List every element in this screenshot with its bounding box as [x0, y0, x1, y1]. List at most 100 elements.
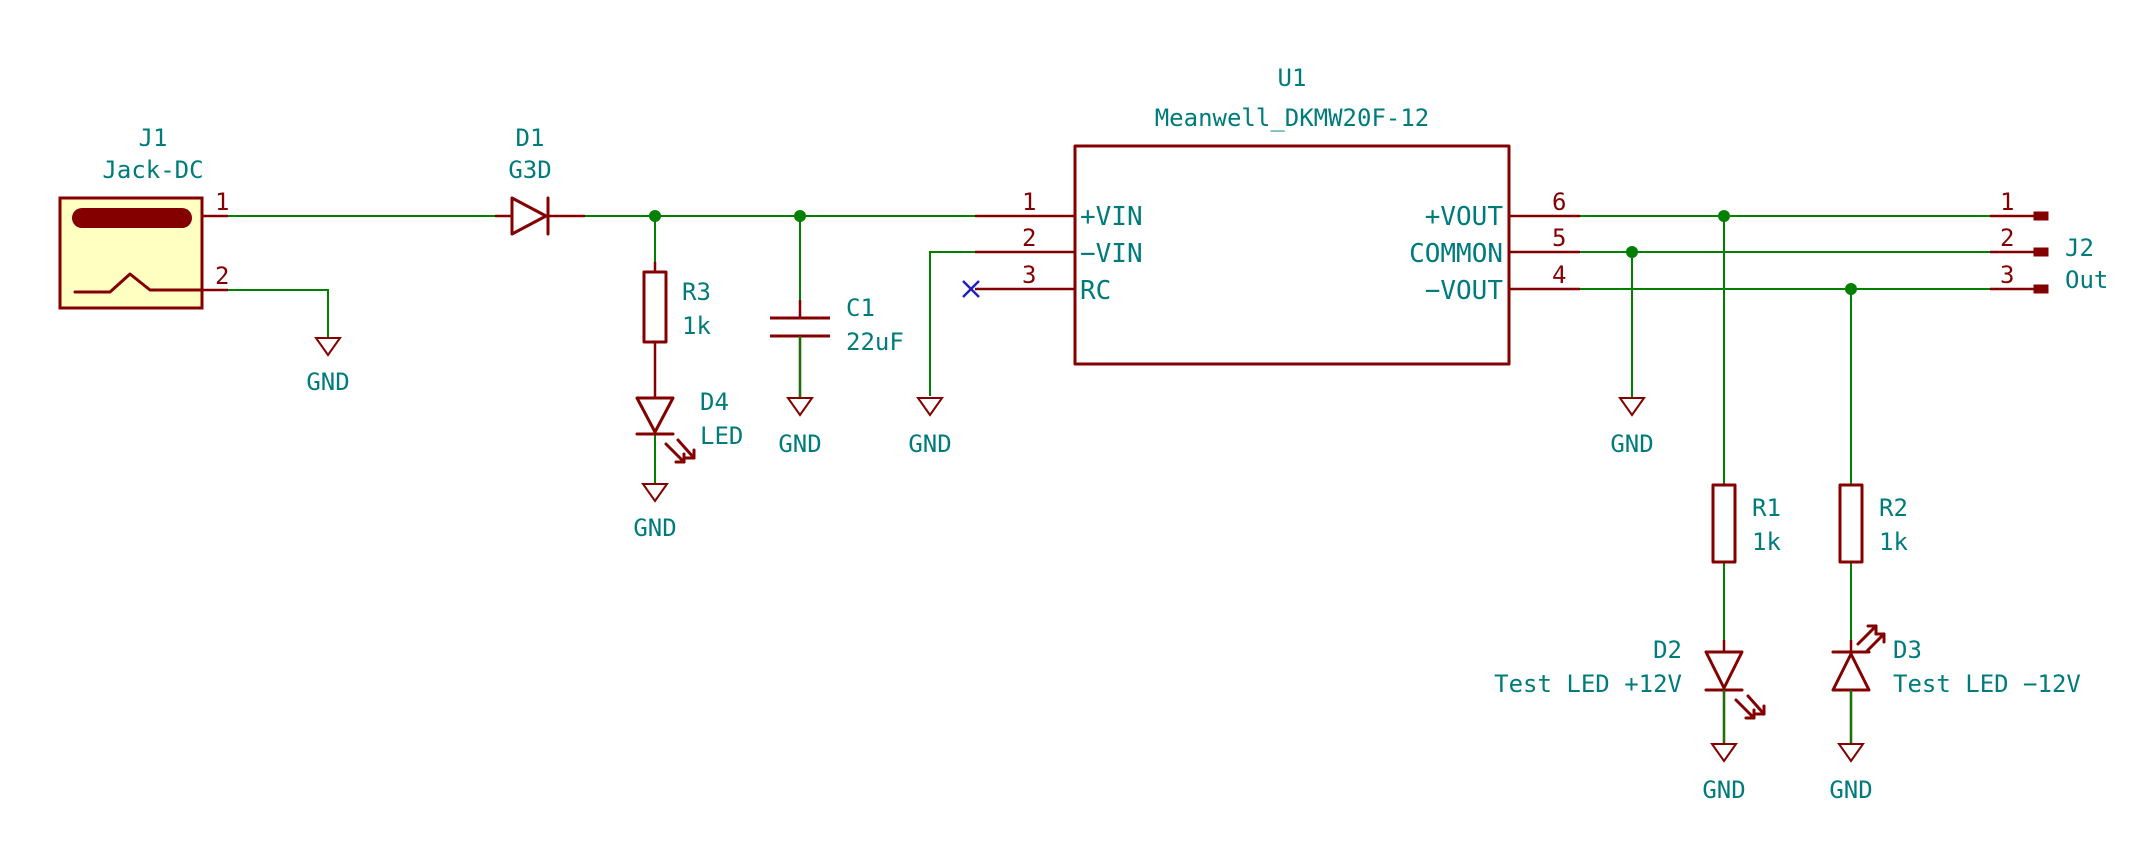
d4-ref: D4 [700, 388, 729, 416]
d4-triangle [635, 396, 675, 434]
junction-dot [649, 210, 661, 222]
j1-spring-contact [73, 272, 204, 294]
gnd-label: GND [306, 368, 349, 396]
u1-dcdc-module[interactable]: U1 Meanwell_DKMW20F-12 1 2 3 +VIN −VIN R… [975, 64, 1580, 366]
j2-pin-3-stub [2033, 284, 2049, 294]
gnd-symbol [314, 337, 342, 357]
r3-value: 1k [682, 312, 711, 340]
gnd-common[interactable]: GND [1610, 397, 1654, 458]
u1-pin-5-number: 5 [1552, 224, 1566, 252]
j2-pin-2-number: 2 [2000, 224, 2014, 252]
d2-triangle [1704, 650, 1744, 690]
u1-pin-6-name: +VOUT [1425, 202, 1504, 232]
r2-ref: R2 [1879, 494, 1908, 522]
gnd-symbol [916, 397, 944, 417]
d1-value: G3D [508, 156, 551, 184]
u1-pin-2-number: 2 [1022, 224, 1036, 252]
d3-light-arrow [1864, 632, 1886, 654]
d1-diode[interactable]: D1 G3D [495, 124, 585, 236]
u1-pin-4-name: −VOUT [1425, 276, 1504, 306]
d3-value: Test LED −12V [1893, 670, 2081, 698]
d3-led[interactable]: D3 Test LED −12V [1831, 624, 2081, 744]
j1-pin-barrel [72, 208, 192, 228]
u1-pin-2-name: −VIN [1080, 239, 1143, 269]
u1-pin-4-number: 4 [1552, 261, 1566, 289]
r1-body [1711, 483, 1737, 564]
gnd-j1[interactable]: GND [306, 337, 350, 396]
gnd-label: GND [778, 430, 821, 458]
d4-light-arrow [676, 438, 696, 460]
j2-output-connector[interactable]: 1 2 3 J2 Out [1990, 188, 2108, 294]
d4-light-arrow [664, 442, 686, 464]
r2-resistor[interactable]: R2 1k [1838, 483, 1908, 564]
gnd-d3[interactable]: GND [1829, 743, 1873, 804]
wires [228, 215, 2035, 650]
d3-ref: D3 [1893, 636, 1922, 664]
r1-ref: R1 [1752, 494, 1781, 522]
c1-ref: C1 [846, 294, 875, 322]
j2-pin-1-stub [2033, 211, 2049, 221]
d1-ref: D1 [516, 124, 545, 152]
d2-value: Test LED +12V [1494, 670, 1682, 698]
r1-resistor[interactable]: R1 1k [1711, 483, 1781, 564]
junctions [649, 210, 1857, 295]
gnd-symbol [1837, 743, 1865, 763]
c1-value: 22uF [846, 328, 904, 356]
gnd-d2[interactable]: GND [1702, 743, 1746, 804]
junction-dot [1845, 283, 1857, 295]
u1-pin-3-name: RC [1080, 276, 1111, 306]
d3-triangle [1831, 652, 1871, 692]
d4-arrowhead [684, 448, 696, 460]
r2-value: 1k [1879, 528, 1908, 556]
gnd-symbol [1710, 743, 1738, 763]
d2-led[interactable]: D2 Test LED +12V [1494, 636, 1766, 744]
r3-body [642, 270, 668, 344]
u1-pin-5-name: COMMON [1409, 239, 1503, 269]
junction-dot [1626, 246, 1638, 258]
d2-ref: D2 [1653, 636, 1682, 664]
u1-ref: U1 [1278, 64, 1307, 92]
d2-arrowhead [1744, 708, 1756, 720]
j2-ref: J2 [2065, 234, 2094, 262]
u1-body [1073, 144, 1511, 366]
d4-value: LED [700, 422, 743, 450]
junction-dot [1718, 210, 1730, 222]
d4-led[interactable]: D4 LED [635, 388, 743, 464]
d2-arrowhead [1754, 704, 1766, 716]
no-connect-marker [962, 280, 980, 298]
u1-value: Meanwell_DKMW20F-12 [1155, 104, 1430, 132]
gnd-vin-minus[interactable]: GND [908, 397, 952, 458]
r3-ref: R3 [682, 278, 711, 306]
j2-pin-3-number: 3 [2000, 261, 2014, 289]
j1-ref: J1 [139, 124, 168, 152]
gnd-symbol [1618, 397, 1646, 417]
d4-arrowhead [674, 452, 686, 464]
j1-dc-jack[interactable]: J1 Jack-DC 1 2 [58, 124, 229, 310]
u1-pin-3-number: 3 [1022, 261, 1036, 289]
u1-pin-1-number: 1 [1022, 188, 1036, 216]
u1-pin-1-name: +VIN [1080, 202, 1143, 232]
u1-pin-6-number: 6 [1552, 188, 1566, 216]
j1-pin2-number: 2 [215, 262, 229, 290]
d3-arrowhead [1866, 624, 1878, 636]
gnd-label: GND [633, 514, 676, 542]
gnd-symbol [786, 397, 814, 417]
r2-body [1838, 483, 1864, 564]
d3-light-arrow [1856, 624, 1878, 646]
wire-vin-minus [929, 251, 1000, 396]
gnd-label: GND [1829, 776, 1872, 804]
d2-light-arrow [1734, 698, 1756, 720]
gnd-label: GND [1610, 430, 1653, 458]
r3-resistor[interactable]: R3 1k [642, 262, 711, 398]
gnd-label: GND [908, 430, 951, 458]
j1-value: Jack-DC [102, 156, 203, 184]
gnd-label: GND [1702, 776, 1745, 804]
j2-pin-1-number: 1 [2000, 188, 2014, 216]
gnd-c1[interactable]: GND [778, 397, 822, 458]
junction-dot [794, 210, 806, 222]
c1-capacitor[interactable]: C1 22uF [770, 294, 904, 398]
gnd-d4[interactable]: GND [633, 483, 677, 542]
j2-pin-2-stub [2033, 247, 2049, 257]
d2-light-arrow [1746, 694, 1766, 716]
